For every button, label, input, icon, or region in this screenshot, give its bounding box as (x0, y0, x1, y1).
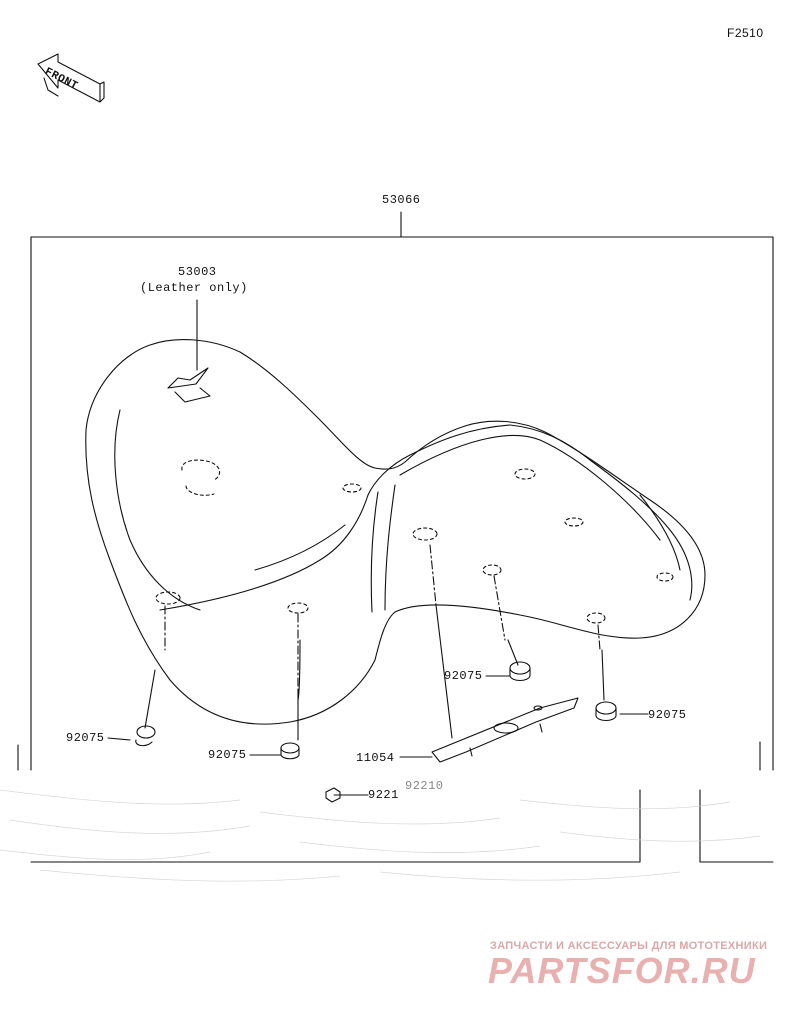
front-arrow-icon (37, 53, 105, 103)
part-92075-label-left[interactable]: 92075 (66, 731, 105, 745)
part-9221-label[interactable]: 9221 (368, 788, 399, 802)
figure-code: F2510 (727, 26, 764, 40)
assembly-frame (30, 236, 774, 771)
part-92075-label-center[interactable]: 92075 (208, 748, 247, 762)
rubber-damper-icon (280, 742, 300, 760)
rubber-damper-icon (595, 701, 617, 722)
rubber-damper-icon (135, 725, 156, 747)
part-92075-label-right[interactable]: 92075 (648, 708, 687, 722)
part-53003-label[interactable]: 53003 (178, 265, 217, 279)
center-lines (164, 544, 601, 691)
part-92210-label-partial: 92210 (405, 779, 444, 793)
part-53003-note: (Leather only) (140, 281, 248, 295)
watermark-logo: PARTSFOR.RU (488, 950, 756, 991)
part-11054-label[interactable]: 11054 (356, 751, 395, 765)
scan-noise (0, 789, 761, 882)
watermark-tagline: ЗАПЧАСТИ И АКСЕССУАРЫ ДЛЯ МОТОТЕХНИКИ (490, 940, 768, 952)
cover-patch-icon (167, 367, 211, 403)
mounting-bosses (155, 459, 674, 624)
part-92075-label-upper[interactable]: 92075 (444, 669, 483, 683)
seat-outline (85, 338, 706, 725)
mounting-bracket-icon (431, 697, 579, 763)
rubber-damper-icon (509, 661, 531, 682)
nut-icon (325, 787, 341, 803)
part-53066-label[interactable]: 53066 (382, 193, 421, 207)
